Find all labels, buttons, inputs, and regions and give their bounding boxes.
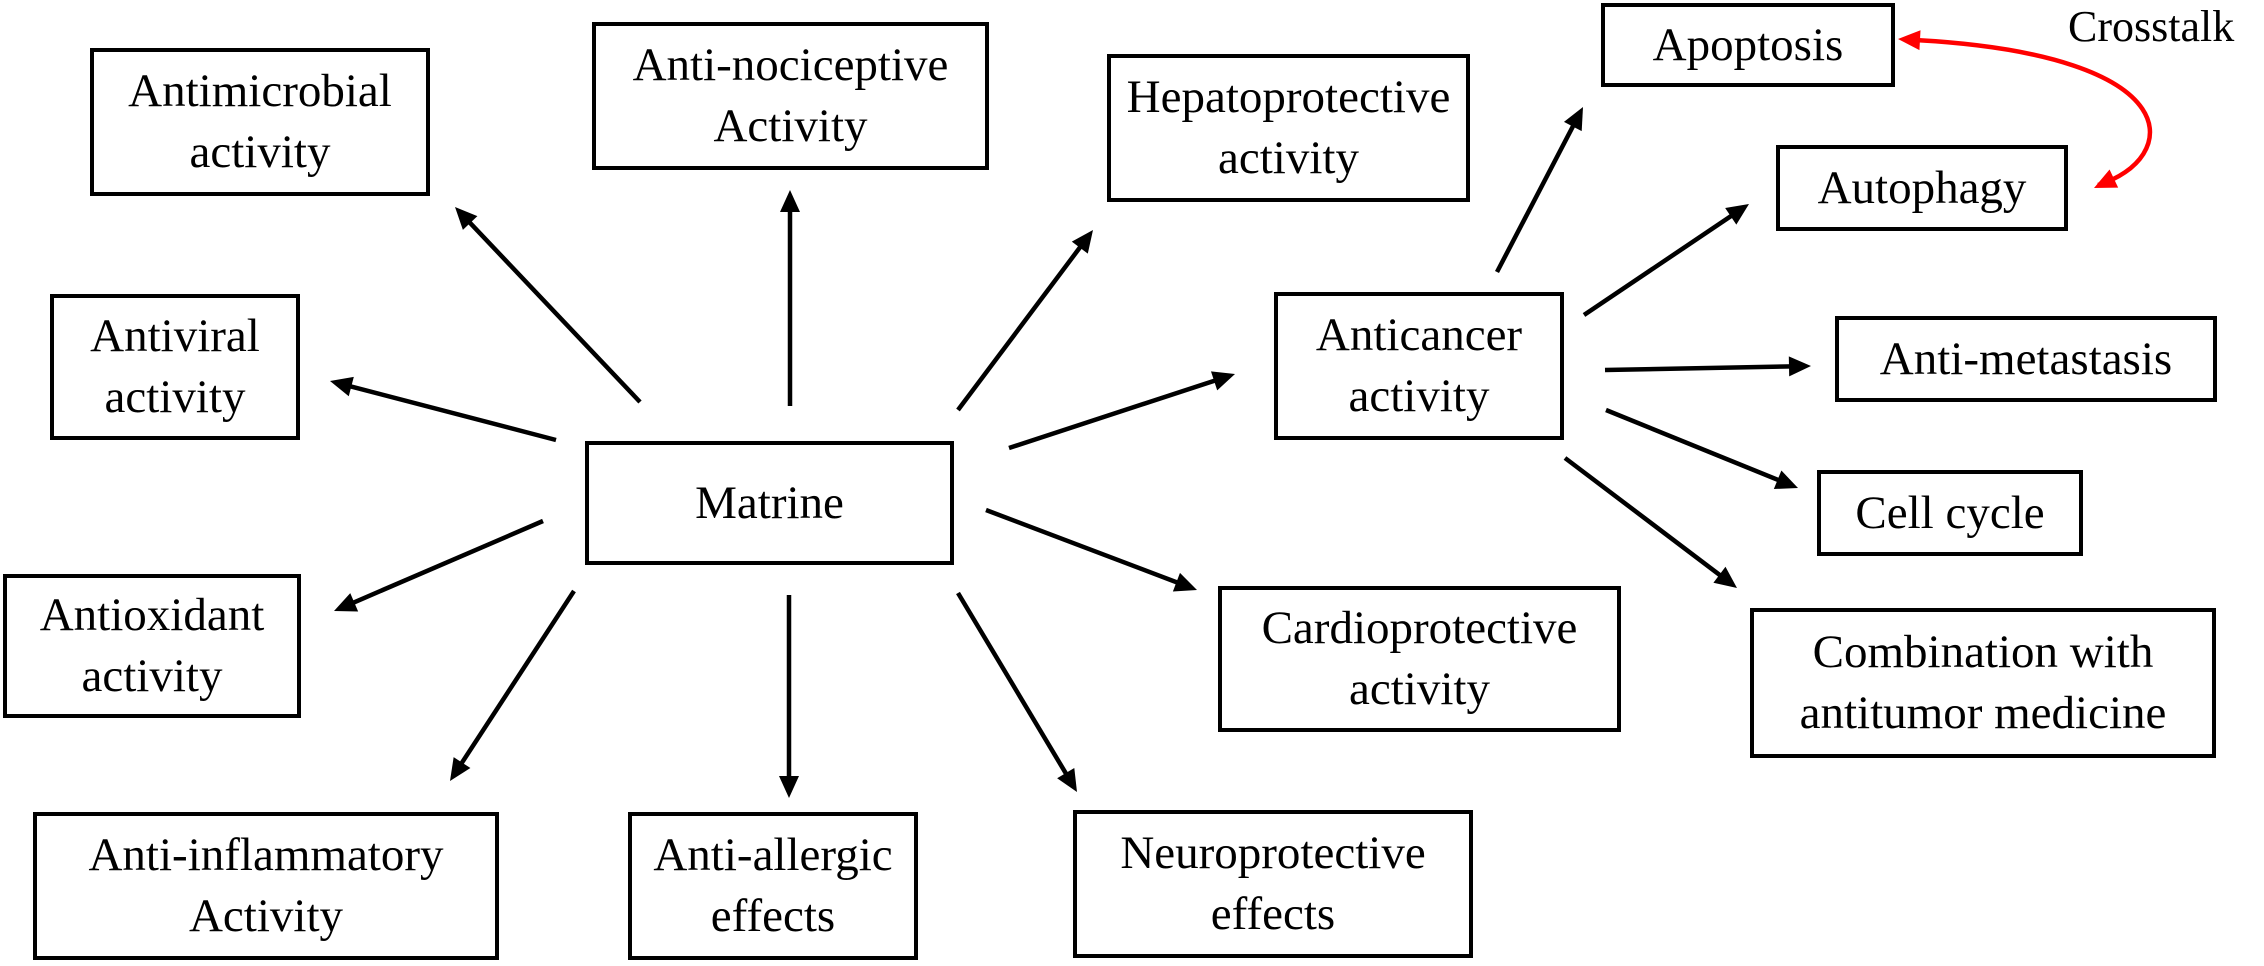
node-anti-nociceptive: Anti-nociceptive Activity (592, 22, 989, 170)
arrowhead-anti-metastasis (1788, 356, 1811, 377)
edge-matrine-to-anticancer (1008, 377, 1219, 451)
edge-anticancer-to-autophagy (1582, 212, 1736, 317)
node-anti-metastasis: Anti-metastasis (1835, 316, 2217, 402)
arrowhead-autophagy (1725, 204, 1749, 225)
edge-matrine-to-antioxidant (349, 518, 544, 606)
arrowhead-cardioprotective (1172, 572, 1197, 592)
arrowhead-anticancer (1210, 371, 1235, 391)
arrowhead-hepatoprotective (1071, 230, 1093, 254)
node-antimicrobial: Antimicrobial activity (90, 48, 430, 196)
node-matrine: Matrine (585, 441, 954, 565)
edge-matrine-to-neuroprotective (956, 591, 1070, 778)
node-cell-cycle: Cell cycle (1817, 470, 2083, 556)
arrowhead-antiviral (330, 376, 354, 397)
edge-anticancer-to-combination (1563, 456, 1724, 579)
node-autophagy: Autophagy (1776, 145, 2068, 231)
arrowhead-anti-nociceptive (780, 190, 800, 212)
edge-matrine-to-hepatoprotective (956, 243, 1084, 412)
arrowhead-cell-cycle (1773, 470, 1798, 489)
node-anticancer: Anticancer activity (1274, 292, 1564, 440)
node-hepatoprotective: Hepatoprotective activity (1107, 54, 1470, 202)
crosstalk-label: Crosstalk (2068, 2, 2235, 51)
node-anti-inflammatory: Anti-inflammatory Activity (33, 812, 499, 960)
crosstalk-curve (1914, 37, 2153, 188)
edge-matrine-to-cardioprotective (985, 507, 1181, 586)
arrowhead-antimicrobial (455, 207, 478, 230)
edge-anticancer-to-apoptosis (1495, 121, 1577, 274)
node-neuroprotective: Neuroprotective effects (1073, 810, 1473, 958)
arrowhead-anti-allergic (779, 776, 799, 798)
node-cardioprotective: Cardioprotective activity (1218, 586, 1621, 732)
crosstalk-arrowhead-autophagy (2094, 169, 2119, 188)
edge-anticancer-to-anti-metastasis (1604, 364, 1794, 373)
crosstalk-arrowhead-apoptosis (1898, 30, 1921, 51)
node-antiviral: Antiviral activity (50, 294, 300, 440)
arrowhead-anti-inflammatory (450, 757, 471, 781)
arrowhead-neuroprotective (1057, 767, 1077, 792)
node-apoptosis: Apoptosis (1601, 3, 1895, 87)
edge-anticancer-to-cell-cycle (1605, 407, 1783, 484)
arrowhead-antioxidant (334, 593, 359, 612)
node-anti-allergic: Anti-allergic effects (628, 812, 918, 960)
edge-matrine-to-antimicrobial (465, 218, 642, 404)
arrowhead-apoptosis (1563, 107, 1583, 132)
edge-matrine-to-anti-inflammatory (457, 589, 576, 768)
edge-matrine-to-antiviral (346, 383, 557, 443)
arrowhead-combination (1713, 566, 1737, 588)
node-antioxidant: Antioxidant activity (3, 574, 301, 718)
node-combination: Combination with antitumor medicine (1750, 608, 2216, 758)
